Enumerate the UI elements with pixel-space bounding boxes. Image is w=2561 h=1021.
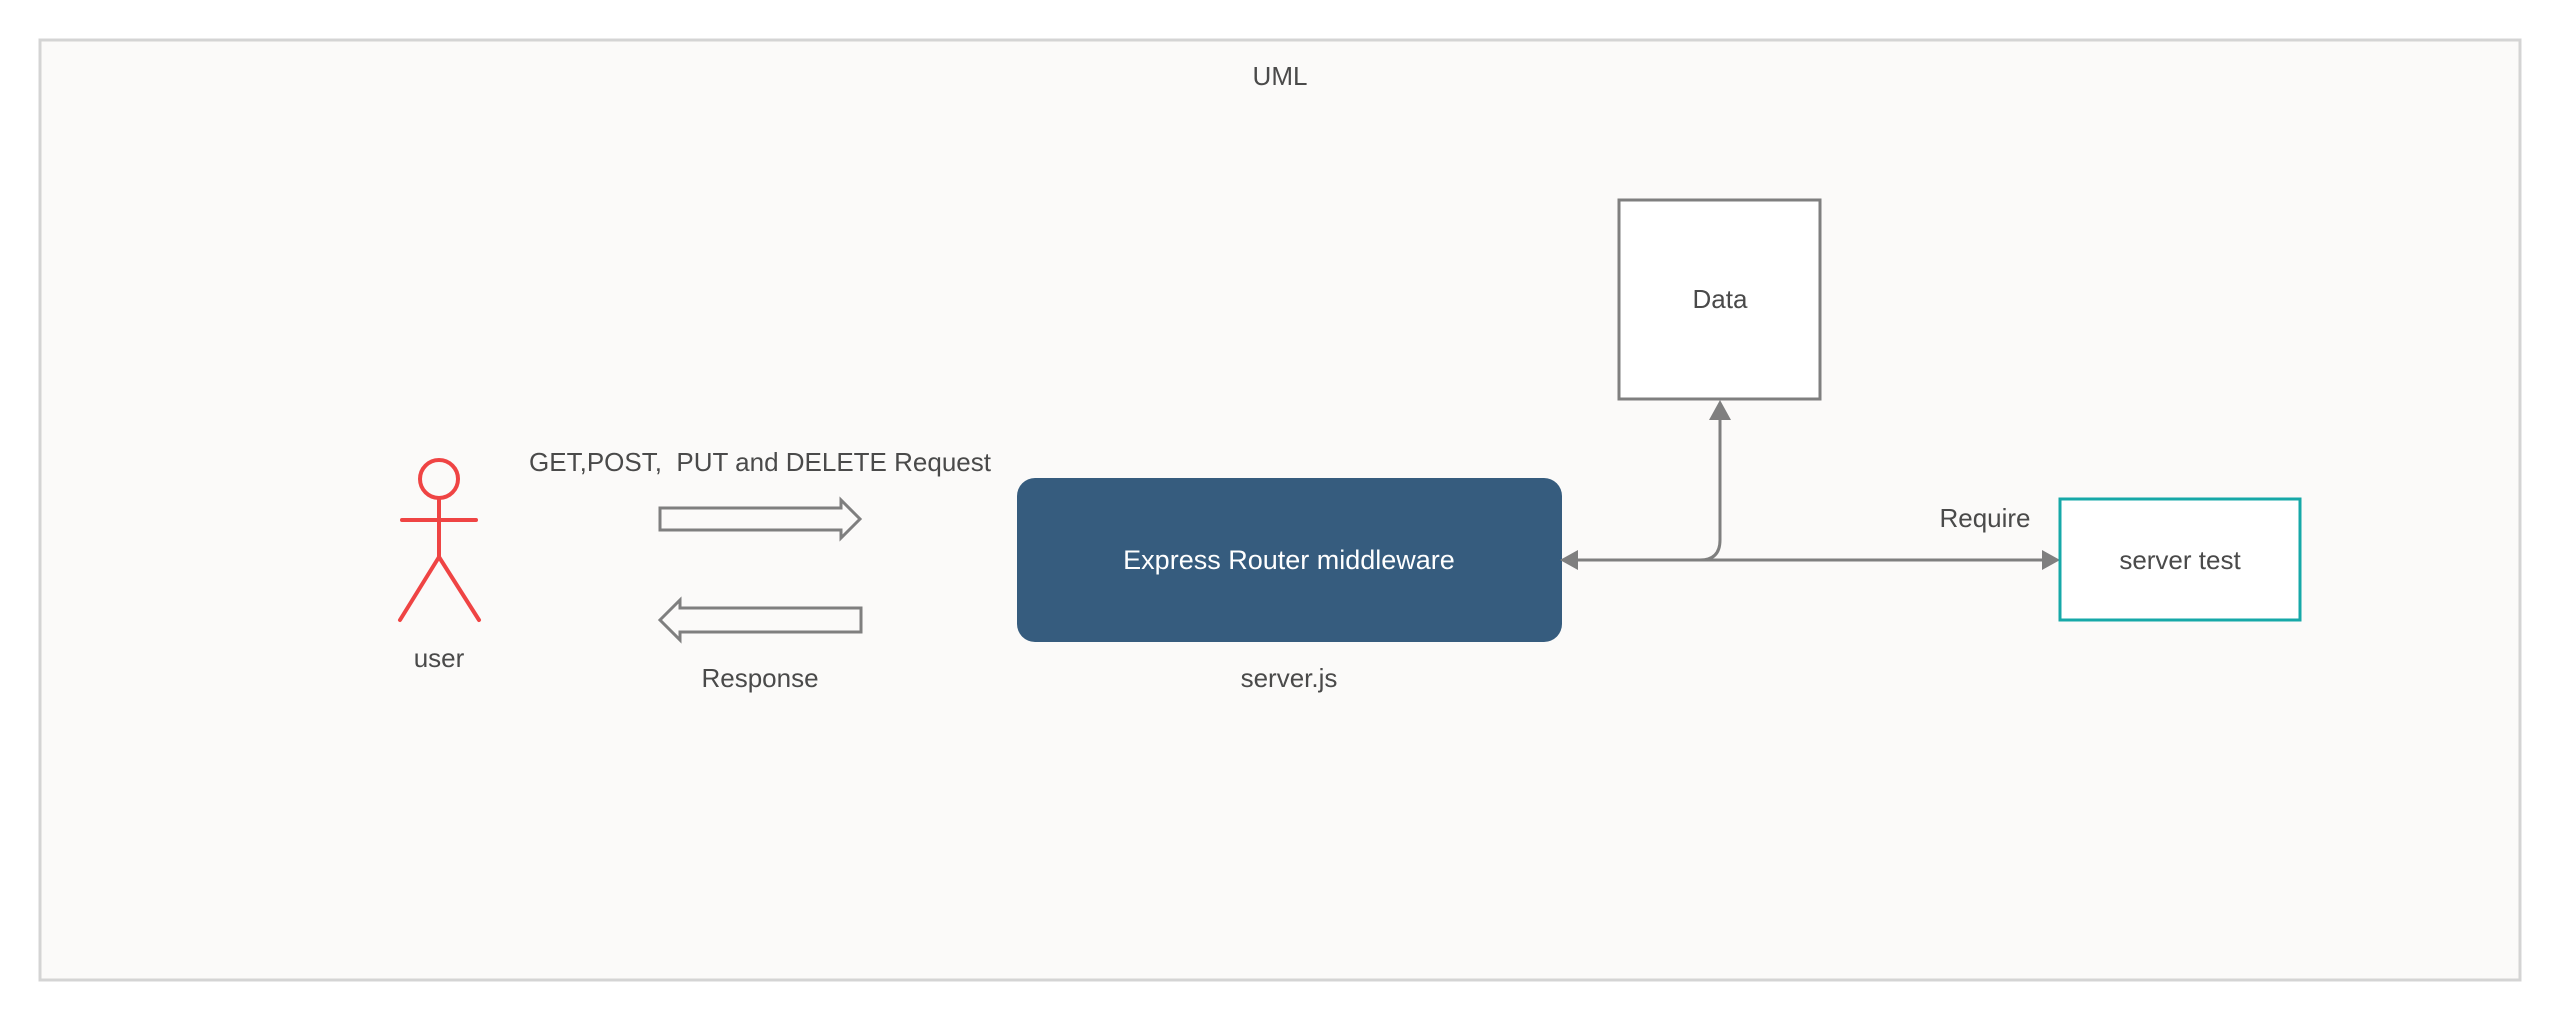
middleware-caption: server.js bbox=[1241, 663, 1338, 693]
response-label: Response bbox=[701, 663, 818, 693]
middleware-to-data-connector[interactable] bbox=[1699, 420, 1722, 562]
arrowhead-right-icon bbox=[2042, 550, 2060, 570]
server-test-box[interactable] bbox=[2058, 497, 2302, 622]
left-hollow-arrow-icon[interactable] bbox=[657, 596, 863, 644]
data-box[interactable] bbox=[1617, 198, 1822, 401]
request-label: GET,POST, PUT and DELETE Request bbox=[529, 447, 992, 477]
data-label: Data bbox=[1693, 284, 1748, 314]
server-test-node[interactable]: server test bbox=[2058, 497, 2302, 622]
user-actor[interactable]: user bbox=[398, 458, 481, 673]
middleware-box[interactable] bbox=[1017, 478, 1562, 642]
arrowhead-left-icon bbox=[1560, 550, 1578, 570]
server-test-label: server test bbox=[2119, 545, 2241, 575]
express-router-middleware-node[interactable]: Express Router middleware bbox=[1017, 478, 1562, 642]
require-label: Require bbox=[1939, 503, 2030, 533]
stick-figure-icon bbox=[398, 458, 481, 622]
arrowhead-up-icon bbox=[1709, 400, 1731, 420]
diagram-title: UML bbox=[1253, 61, 1308, 91]
connectors bbox=[1578, 420, 2042, 562]
middleware-label: Express Router middleware bbox=[1123, 545, 1455, 575]
right-hollow-arrow-icon[interactable] bbox=[658, 496, 863, 542]
user-label: user bbox=[414, 643, 465, 673]
data-node[interactable]: Data bbox=[1617, 198, 1822, 401]
